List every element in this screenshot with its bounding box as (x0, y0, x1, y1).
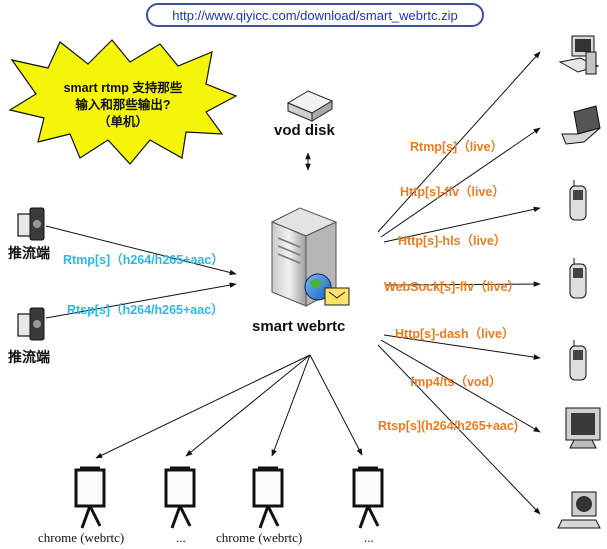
folder-icon (324, 287, 350, 306)
output-protocol-label: Rtmp[s]（live） (410, 140, 504, 154)
desktop-pc-icon (557, 491, 601, 529)
output-protocol-label: fmp4/ts（vod） (410, 375, 502, 389)
input-arrow (45, 225, 237, 276)
input-arrow (45, 282, 237, 319)
callout-line: smart rtmp 支持那些 (63, 81, 183, 95)
output-protocol-label: Http[s]-dash（live） (395, 327, 515, 341)
output-protocol-label: Rtsp[s](h264/h265+aac) (378, 419, 518, 433)
pusher-label: 推流端 (8, 245, 50, 261)
client-label: ... (176, 530, 186, 545)
vod-disk-icon (286, 90, 334, 122)
client-label: ... (364, 530, 374, 545)
download-url[interactable]: http://www.qiyicc.com/download/smart_web… (172, 7, 458, 23)
output-protocol-label: WebSock[s]-flv（live） (384, 280, 520, 294)
callout-starburst (8, 39, 238, 165)
output-arrows (377, 51, 541, 515)
callout-line: （单机） (97, 115, 148, 129)
presentation-screen-icon (352, 466, 384, 529)
vod-disk-label: vod disk (274, 122, 335, 139)
presentation-screen-icon (74, 466, 106, 529)
pusher-label: 推流端 (8, 349, 50, 365)
input-protocol-label: Rtmp[s]（h264/h265+aac） (63, 253, 224, 267)
desktop-pc-icon (558, 35, 600, 75)
download-url-box[interactable]: http://www.qiyicc.com/download/smart_web… (146, 3, 484, 27)
camera-icon (17, 207, 45, 241)
laptop-icon (561, 105, 601, 145)
output-protocol-label: Http[s]-flv（live） (400, 185, 505, 199)
client-label: chrome (webrtc) (216, 530, 303, 545)
input-protocol-label: Rtsp[s]（h264/h265+aac） (67, 303, 224, 317)
mobile-phone-icon (569, 340, 587, 381)
crt-monitor-icon (565, 407, 601, 449)
camera-icon (17, 307, 45, 341)
client-arrows (95, 354, 363, 459)
mobile-phone-icon (569, 258, 587, 299)
output-protocol-label: Http[s]-hls（live） (398, 234, 507, 248)
server-label: smart webrtc (252, 318, 346, 335)
callout-text: smart rtmp 支持那些 输入和那些输出? （单机） (38, 80, 208, 131)
client-label: chrome (webrtc) (38, 530, 125, 545)
callout-line: 输入和那些输出? (75, 98, 171, 112)
mobile-phone-icon (569, 180, 587, 221)
presentation-screen-icon (252, 466, 284, 529)
presentation-screen-icon (164, 466, 196, 529)
